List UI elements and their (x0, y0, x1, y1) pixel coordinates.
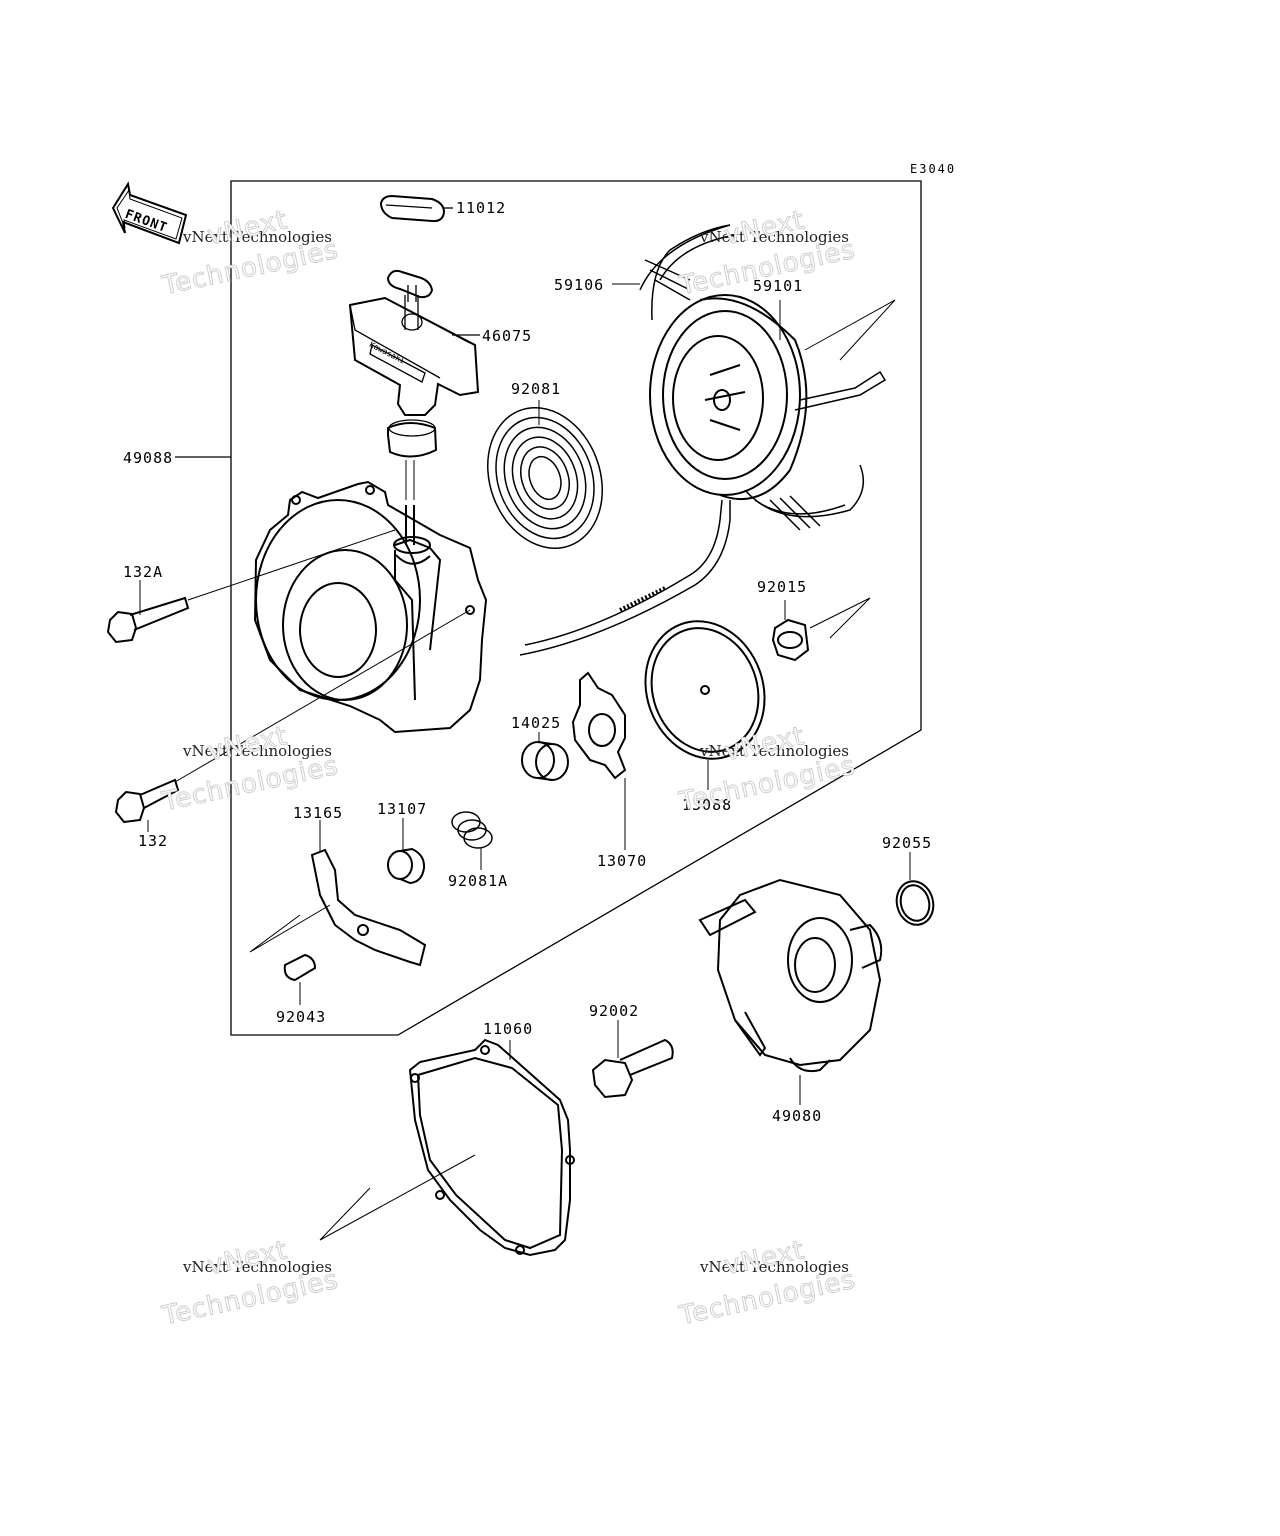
label-132: 132 (138, 832, 169, 850)
label-13165: 13165 (293, 804, 344, 822)
label-13107: 13107 (377, 800, 428, 818)
part-oring-92055 (895, 852, 935, 926)
label-59106: 59106 (554, 276, 605, 294)
part-spring-92081A (451, 811, 493, 870)
label-92081: 92081 (511, 380, 562, 398)
part-cord (519, 499, 731, 656)
part-spring-92081 (487, 400, 603, 549)
label-92002: 92002 (589, 1002, 640, 1020)
diagram-code: E3040 (910, 162, 957, 176)
part-cap-11012 (379, 194, 453, 223)
part-ratchet-13070 (571, 671, 627, 850)
part-bolt-92002 (591, 1020, 674, 1099)
part-bolt-132 (114, 609, 471, 832)
label-92081A: 92081A (448, 872, 509, 890)
label-92043: 92043 (276, 1008, 327, 1026)
part-pulley-49080 (698, 878, 883, 1105)
label-14025: 14025 (511, 714, 562, 732)
part-bushing-14025 (521, 732, 569, 781)
part-pin-92043 (283, 953, 317, 1005)
label-49080: 49080 (772, 1107, 823, 1125)
label-92055: 92055 (882, 834, 933, 852)
part-pawl-13165 (249, 820, 427, 967)
label-92015: 92015 (757, 578, 808, 596)
part-spring-59106 (612, 224, 865, 531)
part-housing-49088 (253, 480, 488, 734)
part-gasket-11060 (319, 1038, 575, 1257)
label-46075: 46075 (482, 327, 533, 345)
label-11060: 11060 (483, 1020, 534, 1038)
part-plate-13088 (644, 620, 766, 790)
front-arrow-icon (111, 181, 188, 245)
assembly-outline (230, 180, 922, 1036)
part-reel-59101 (649, 294, 896, 501)
part-nut-92015 (771, 597, 871, 662)
label-13070: 13070 (597, 852, 648, 870)
part-handle-46075 (348, 269, 480, 458)
label-59101: 59101 (753, 277, 804, 295)
part-bolt-132A (106, 529, 396, 644)
label-13088: 13088 (682, 796, 733, 814)
label-11012: 11012 (456, 199, 507, 217)
part-collar-13107 (387, 818, 426, 885)
label-49088: 49088 (123, 449, 174, 467)
label-132A: 132A (123, 563, 164, 581)
